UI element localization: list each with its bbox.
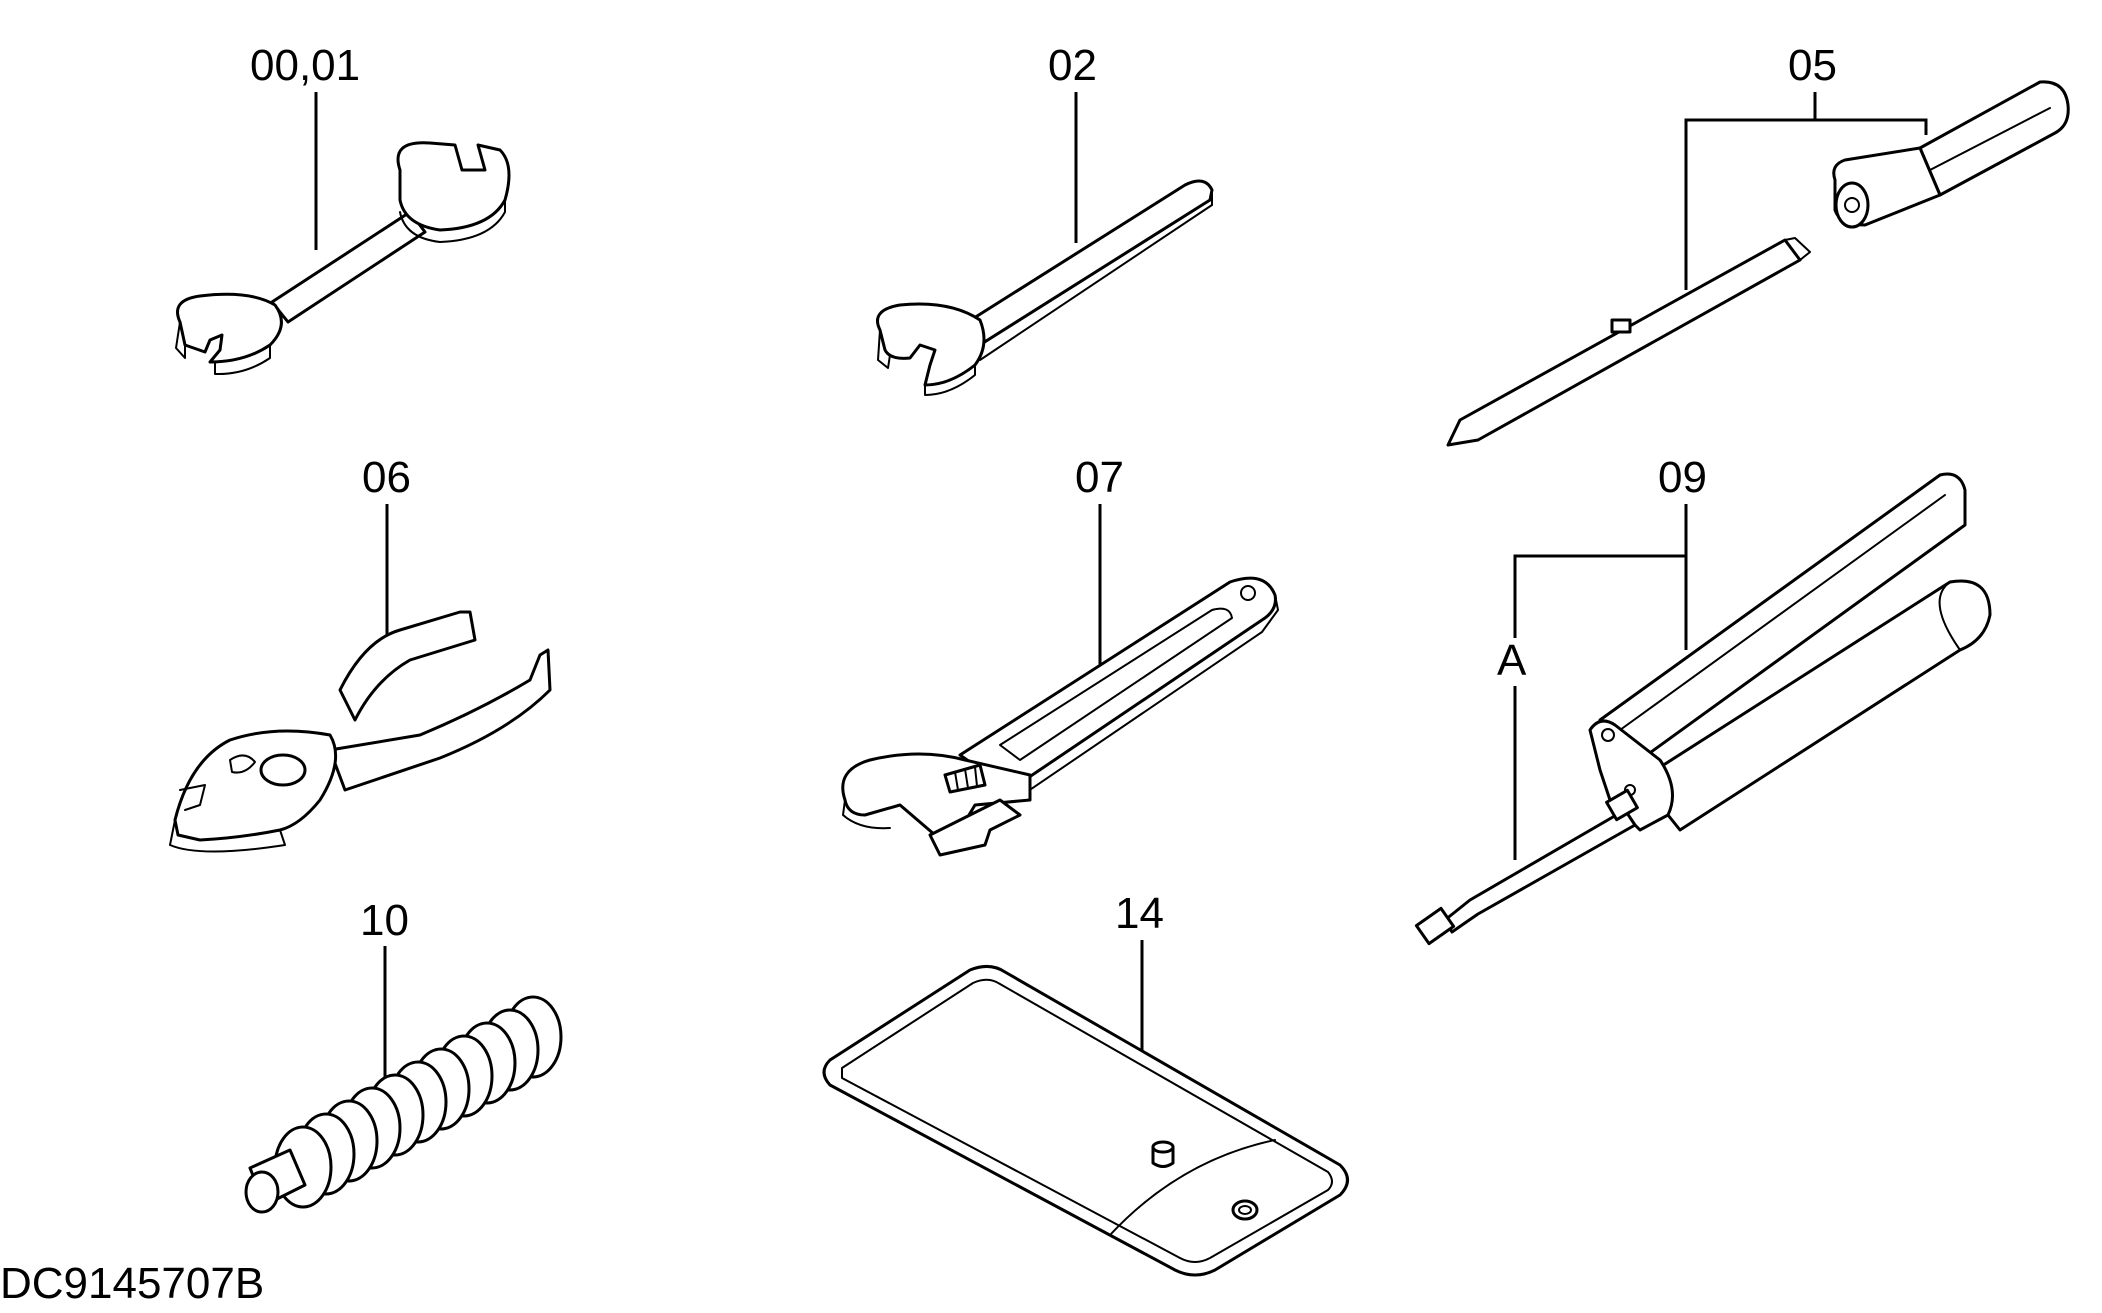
wrench-head-small-edge xyxy=(214,344,271,376)
handle-hole xyxy=(1240,585,1256,601)
head-pin xyxy=(1601,728,1615,742)
handle-ridge xyxy=(1929,107,2051,171)
blade-tip xyxy=(1784,237,1811,261)
worm-thread xyxy=(964,768,969,789)
label-a: A xyxy=(1497,636,1527,685)
jaw-edge xyxy=(842,799,891,830)
label-00-01: 00,01 xyxy=(250,41,360,90)
pliers-head-edge xyxy=(169,819,286,853)
part-double-wrench: 00,01 xyxy=(175,41,511,376)
label-07: 07 xyxy=(1075,453,1124,502)
wrench-jaw-movable xyxy=(928,798,1022,857)
wrench-head-large-edge xyxy=(399,199,506,243)
wrench-head xyxy=(876,302,986,387)
pivot-bolt xyxy=(259,753,307,787)
nozzle-tube xyxy=(1443,808,1637,934)
bag-stud-top xyxy=(1151,1140,1175,1154)
pliers-upper-handle xyxy=(338,610,477,722)
worm-thread xyxy=(974,766,978,787)
leader-bracket xyxy=(1684,118,1928,290)
bag-flap-fold xyxy=(1109,1139,1276,1236)
part-screwdriver: 05 xyxy=(1446,41,2070,447)
wrench-head-large xyxy=(396,141,511,232)
bag-outer xyxy=(822,965,1349,1277)
label-02: 02 xyxy=(1048,41,1097,90)
boot-cap-end xyxy=(244,1170,280,1214)
wrench-jaw-edge xyxy=(175,321,186,359)
drawing-code: DC9145707B xyxy=(0,1259,264,1308)
barrel-cap xyxy=(1938,581,1961,651)
wrench-head-edge xyxy=(924,364,976,396)
bag-snap xyxy=(1231,1199,1259,1221)
nozzle-fitting xyxy=(1605,788,1639,822)
part-adjustable-wrench: 07 xyxy=(841,453,1279,857)
label-09: 09 xyxy=(1658,453,1707,502)
part-tool-bag: 14 xyxy=(822,889,1349,1277)
part-single-wrench: 02 xyxy=(876,41,1214,396)
handle-edge xyxy=(1014,594,1279,801)
label-10: 10 xyxy=(360,896,409,945)
wrench-head-small xyxy=(176,292,283,364)
wrench-shaft xyxy=(953,179,1214,350)
bag-snap-center xyxy=(1238,1205,1252,1215)
wrench-shaft-edge xyxy=(979,189,1213,361)
blade-clip xyxy=(1610,318,1632,334)
wrench-handle xyxy=(270,210,427,324)
pliers-lower-handle xyxy=(328,648,552,792)
leader-bracket xyxy=(1513,554,1686,638)
part-rubber-boot: 10 xyxy=(244,896,563,1214)
screwdriver-blade xyxy=(1446,238,1802,447)
label-14: 14 xyxy=(1115,889,1164,938)
label-05: 05 xyxy=(1788,41,1837,90)
jaw-teeth xyxy=(179,784,206,811)
label-06: 06 xyxy=(362,453,411,502)
lever-ridge xyxy=(1619,494,1946,731)
socket-end xyxy=(1834,181,1870,229)
grease-barrel xyxy=(1638,579,1992,832)
socket-hole xyxy=(1844,197,1860,213)
jaw-hole xyxy=(229,754,256,774)
part-pliers: 06 xyxy=(169,453,552,853)
boot-bellows xyxy=(273,995,563,1209)
nozzle-coupler xyxy=(1414,906,1456,946)
handle-slot xyxy=(999,607,1233,761)
worm-thread xyxy=(954,771,959,791)
bag-inner-border xyxy=(841,978,1333,1263)
wrench-jaw-edge xyxy=(877,329,891,369)
part-grease-gun: 09 A xyxy=(1414,453,1992,946)
screwdriver-handle xyxy=(1918,80,2070,197)
gun-head xyxy=(1588,719,1674,832)
